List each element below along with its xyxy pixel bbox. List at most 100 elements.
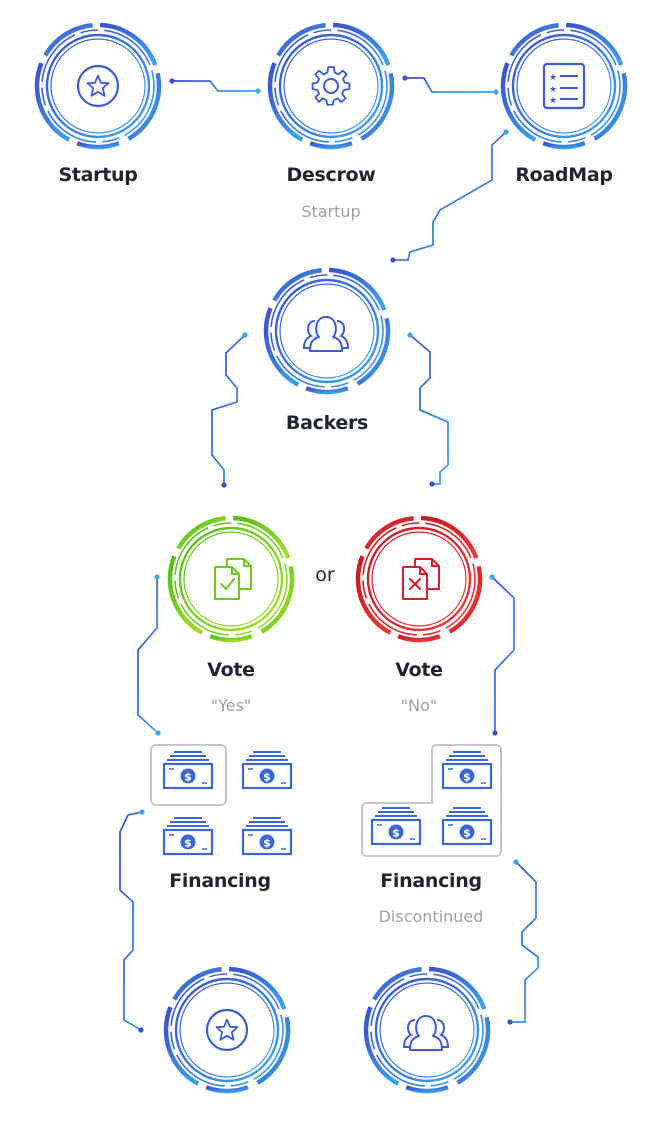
financing-discontinued-label: Financing xyxy=(380,870,482,892)
money-stack-icon xyxy=(441,806,493,846)
ring-dashed xyxy=(507,29,621,143)
ring-dashed xyxy=(174,522,288,636)
ring-outer-segment xyxy=(355,555,392,635)
ring-inner xyxy=(511,33,617,139)
financing-discontinued-sublabel: Discontinued xyxy=(378,907,484,926)
ring-outer-segment xyxy=(263,307,300,387)
ring-inner xyxy=(45,33,151,139)
ring-outer-segment xyxy=(329,267,387,311)
connector-roadmap-backers xyxy=(393,131,507,261)
backers-label: Backers xyxy=(285,412,369,434)
roadmap-label: RoadMap xyxy=(515,164,613,186)
vote-yes-sublabel: "Yes" xyxy=(210,696,252,715)
ring-outer-segment xyxy=(363,1006,400,1086)
vote-yes-label: Vote xyxy=(207,659,255,681)
ring-core xyxy=(279,283,375,379)
ring-outer-segment xyxy=(43,22,93,57)
ring-outer-segment xyxy=(421,515,479,559)
connector-dots xyxy=(138,75,519,1033)
ring-outer-segment xyxy=(176,515,226,550)
ring-outer-segment xyxy=(397,634,441,643)
connector-no-discontinued xyxy=(491,576,515,733)
backers-return-node xyxy=(363,966,491,1094)
descrow-node xyxy=(267,22,395,150)
descrow-label: Descrow xyxy=(286,164,376,186)
ring-outer-segment xyxy=(205,1085,249,1094)
connector-startup-descrow xyxy=(172,80,258,92)
document-check-icon xyxy=(214,558,252,600)
ring-inner xyxy=(178,526,284,632)
ring-outer-segment xyxy=(276,22,326,57)
roadmap-node: ★ ★ ★ xyxy=(500,22,628,150)
document-x-icon xyxy=(402,558,440,600)
checklist-icon: ★ ★ ★ xyxy=(542,62,586,110)
ring-inner xyxy=(374,977,480,1083)
ring-outer-segment xyxy=(356,317,391,386)
svg-text:★: ★ xyxy=(549,96,557,106)
connectors xyxy=(119,77,539,1031)
money-stack-icon xyxy=(241,816,293,856)
ring-core xyxy=(516,38,612,134)
ring-outer-segment xyxy=(566,22,624,66)
ring-inner xyxy=(274,278,380,384)
ring-outer-segment xyxy=(256,1016,291,1085)
ring-dashed xyxy=(41,29,155,143)
ring-outer-segment xyxy=(309,141,353,150)
ring-outer-segment xyxy=(260,565,295,634)
startup-return-node xyxy=(163,966,291,1094)
ring-dashed xyxy=(274,29,388,143)
ring-outer-segment xyxy=(364,515,414,550)
ring-outer-segment xyxy=(172,966,222,1001)
connector-backers-yes xyxy=(211,334,246,485)
ring-outer-segment xyxy=(405,1085,449,1094)
people-icon xyxy=(302,316,350,352)
vote-no-sublabel: "No" xyxy=(400,696,438,715)
ring-inner xyxy=(366,526,472,632)
ring-outer-segment xyxy=(448,565,483,634)
ring-core xyxy=(283,38,379,134)
ring-inner xyxy=(278,33,384,139)
financing-label: Financing xyxy=(169,870,271,892)
svg-text:★: ★ xyxy=(549,85,557,95)
ring-dashed xyxy=(370,973,484,1087)
ring-outer-segment xyxy=(100,22,158,66)
connector-financing-startup xyxy=(119,811,143,1031)
money-stack-icon xyxy=(370,806,422,846)
ring-dashed xyxy=(270,274,384,388)
people-icon xyxy=(402,1015,450,1051)
ring-outer-segment xyxy=(229,966,287,1010)
ring-outer-segment xyxy=(209,634,253,643)
ring-core xyxy=(179,982,275,1078)
money-stack-icon xyxy=(162,750,214,790)
ring-outer-segment xyxy=(372,966,422,1001)
gear-icon xyxy=(311,66,351,106)
startup-node xyxy=(34,22,162,150)
connector-backers-no xyxy=(409,334,449,485)
ring-outer-segment xyxy=(76,141,120,150)
ring-outer-segment xyxy=(542,141,586,150)
backers-node xyxy=(263,267,391,395)
vote-no-label: Vote xyxy=(395,659,443,681)
or-connector-text: or xyxy=(315,564,335,586)
ring-core xyxy=(379,982,475,1078)
ring-outer-segment xyxy=(509,22,559,57)
ring-inner xyxy=(174,977,280,1083)
ring-outer-segment xyxy=(34,62,71,142)
descrow-sublabel: Startup xyxy=(301,202,361,221)
connector-descrow-roadmap xyxy=(405,77,496,93)
svg-text:★: ★ xyxy=(549,73,557,83)
vote-yes-node xyxy=(167,515,295,643)
money-stack-icon xyxy=(162,816,214,856)
ring-outer-segment xyxy=(429,966,487,1010)
money-stack-icon xyxy=(441,750,493,790)
ring-outer-segment xyxy=(163,1006,200,1086)
connector-discontinued-backers xyxy=(510,861,539,1023)
ring-outer-segment xyxy=(233,515,291,559)
ring-outer-segment xyxy=(272,267,322,302)
ring-dashed xyxy=(362,522,476,636)
ring-outer-segment xyxy=(333,22,391,66)
financing-money-grid xyxy=(150,744,293,856)
star-icon xyxy=(205,1008,249,1052)
ring-outer-segment xyxy=(167,555,204,635)
ring-outer-segment xyxy=(267,62,304,142)
